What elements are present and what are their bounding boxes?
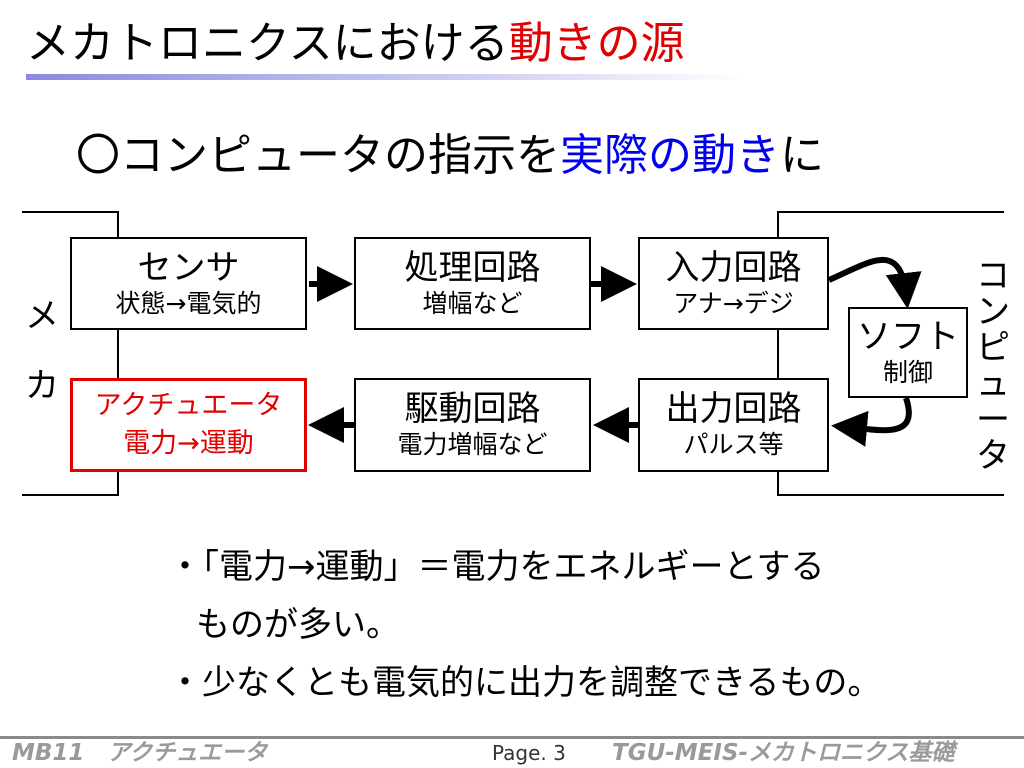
subtitle-prefix: 〇コンピュータの指示を xyxy=(76,130,560,181)
drive-circuit-box: 駆動回路 電力増幅など xyxy=(354,378,591,472)
footer-organization: TGU-MEIS-メカトロニクス基礎 xyxy=(612,740,955,766)
box-subtitle: 電力増幅など xyxy=(397,430,548,459)
bullet-1-line-2: ものが多い。 xyxy=(196,605,400,645)
bullet-2: ・少なくとも電気的に出力を調整できるもの。 xyxy=(168,663,882,703)
box-title: 出力回路 xyxy=(665,389,802,429)
subtitle-suffix: に xyxy=(780,130,824,181)
slide-title: メカトロニクスにおける動きの源 xyxy=(26,14,685,74)
input-circuit-box: 入力回路 アナ→デジ xyxy=(638,237,829,330)
footer-course: MB11 アクチュエータ xyxy=(12,740,268,766)
computer-label-char: タ xyxy=(976,436,1010,476)
mecha-bracket xyxy=(22,211,119,496)
computer-label-char: コ xyxy=(976,256,1010,296)
mecha-label-char: カ xyxy=(25,366,59,406)
box-title: 入力回路 xyxy=(665,247,802,288)
computer-label: コ ン ピ ュ ー タ xyxy=(968,258,1018,474)
title-prefix: メカトロニクスにおける xyxy=(26,18,509,69)
footer-divider xyxy=(0,736,1024,739)
mecha-label-char: メ xyxy=(25,296,59,336)
slide-subtitle: 〇コンピュータの指示を実際の動きに xyxy=(76,126,824,186)
footer-page-number: Page. 3 xyxy=(492,741,566,765)
box-title: アクチュエータ xyxy=(94,390,283,421)
box-subtitle: アナ→デジ xyxy=(673,288,794,318)
computer-label-char: ン xyxy=(976,292,1010,332)
box-title: ソフト xyxy=(857,316,959,357)
computer-label-char: ュ xyxy=(976,364,1010,404)
arrow-input-software xyxy=(827,257,922,309)
software-box: ソフト 制御 xyxy=(848,307,968,398)
arrow-software-output xyxy=(831,397,912,447)
box-title: 駆動回路 xyxy=(404,389,541,429)
processing-circuit-box: 処理回路 増幅など xyxy=(354,237,591,330)
computer-label-char: ピ xyxy=(976,328,1010,368)
bullet-list: ・「電力→運動」＝電力をエネルギーとする ものが多い。 ・少なくとも電気的に出力… xyxy=(168,538,881,712)
box-title: 処理回路 xyxy=(404,247,541,288)
bullet-1-line-1: ・「電力→運動」＝電力をエネルギーとする xyxy=(168,547,825,587)
output-circuit-box: 出力回路 パルス等 xyxy=(638,378,829,472)
sensor-box: センサ 状態→電気的 xyxy=(70,237,307,330)
computer-label-char: ー xyxy=(976,400,1010,440)
box-subtitle: 状態→電気的 xyxy=(115,288,262,318)
box-subtitle: パルス等 xyxy=(683,430,784,459)
title-accent: 動きの源 xyxy=(508,18,685,69)
box-subtitle: 増幅など xyxy=(422,288,523,318)
subtitle-accent: 実際の動き xyxy=(560,130,780,181)
title-underline xyxy=(26,74,746,80)
computer-bracket xyxy=(777,211,1004,496)
actuator-box: アクチュエータ 電力→運動 xyxy=(70,378,307,472)
box-subtitle: 電力→運動 xyxy=(123,428,254,459)
mecha-label: メ カ xyxy=(20,294,64,408)
box-subtitle: 制御 xyxy=(882,357,933,387)
box-title: センサ xyxy=(137,247,240,288)
